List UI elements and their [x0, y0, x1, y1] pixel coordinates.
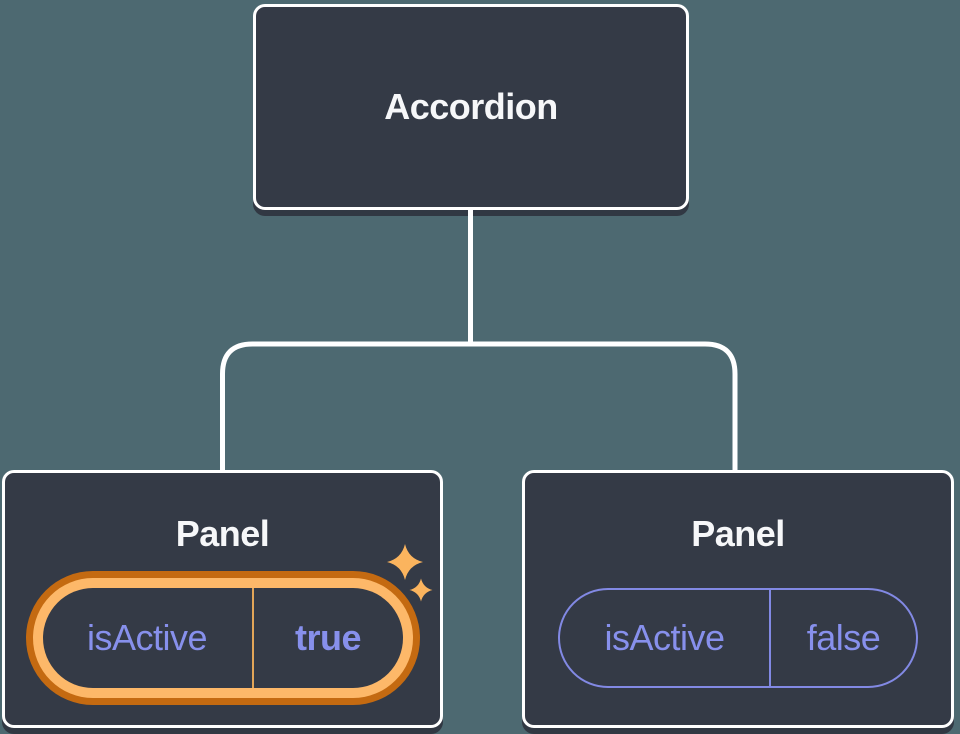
state-value: true [294, 617, 362, 658]
accordion-node: Accordion [253, 4, 689, 210]
connector-branch [220, 341, 738, 472]
state-name-label: isActive [604, 617, 725, 658]
panel-node-inactive: Panel isActive false [522, 470, 954, 728]
state-pill-divider [251, 588, 254, 688]
state-pill-active: isActive true [42, 588, 403, 688]
panel-node-active: Panel isActive true [2, 470, 443, 728]
state-value: false [806, 617, 881, 658]
state-name-label: isActive [86, 617, 208, 658]
panel-node-label: Panel [175, 513, 270, 554]
accordion-node-label: Accordion [384, 86, 558, 127]
state-pill-inactive: isActive false [558, 588, 918, 688]
state-pill-divider [769, 590, 771, 686]
panel-node-label: Panel [691, 513, 785, 554]
